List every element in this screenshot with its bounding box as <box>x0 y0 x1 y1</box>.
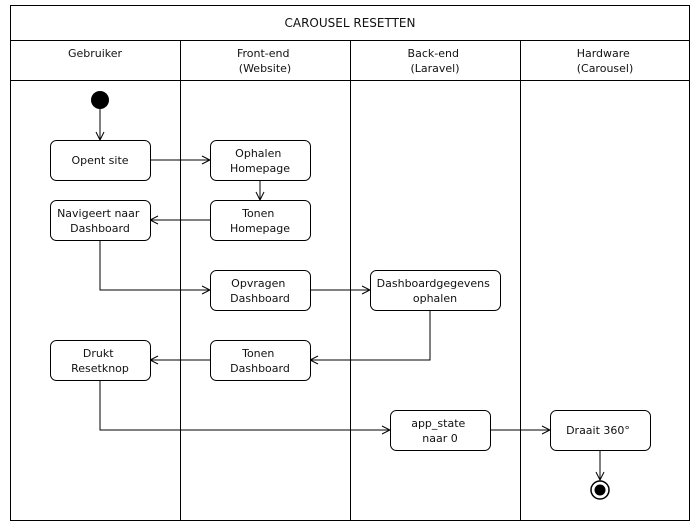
activity-tonen-homepage: Tonen Homepage <box>210 200 311 241</box>
activity-label: app_state naar 0 <box>411 417 469 445</box>
activity-label-line: Dashboard <box>230 362 290 375</box>
activity-label-line: Opent site <box>71 154 128 167</box>
activity-ophalen-homepage: Ophalen Homepage <box>210 140 311 181</box>
start-node <box>91 91 109 109</box>
activity-box <box>210 270 311 311</box>
activity-label: Navigeert naar Dashboard <box>57 207 143 235</box>
activity-box <box>390 410 491 451</box>
activity-label-line: Ophalen <box>235 147 281 160</box>
activity-label: Draait 360° <box>566 424 630 437</box>
activity-label-line: Homepage <box>230 162 290 175</box>
activity-draait-360: Draait 360° <box>550 410 651 451</box>
activity-label-line: Tonen <box>241 207 274 220</box>
activity-label-line: Resetknop <box>71 362 129 375</box>
lane-header-frontend: Front-end (Website) <box>237 47 293 75</box>
activity-tonen-dashboard: Tonen Dashboard <box>210 340 311 381</box>
lane-header-line: (Website) <box>239 62 291 75</box>
activity-app-state-naar-0: app_state naar 0 <box>390 410 491 451</box>
lane-header-line: Front-end <box>237 47 290 60</box>
activity-box <box>210 340 311 381</box>
activity-navigeert-naar-dashboard: Navigeert naar Dashboard <box>50 200 151 241</box>
activity-opent-site: Opent site <box>50 140 151 181</box>
activity-label-line: Draait 360° <box>566 424 630 437</box>
activity-dashboardgegevens-ophalen: Dashboardgegevens ophalen <box>370 270 501 311</box>
lane-header-line: Hardware <box>577 47 630 60</box>
activity-label: Dashboardgegevens ophalen <box>377 277 494 305</box>
activity-box <box>50 140 151 181</box>
activity-box <box>50 340 151 381</box>
lane-header-hardware: Hardware (Carousel) <box>577 47 634 75</box>
lane-header-line: (Laravel) <box>410 62 459 75</box>
activity-label-line: ophalen <box>413 292 457 305</box>
activity-box <box>50 200 151 241</box>
activity-label: Ophalen Homepage <box>230 147 290 175</box>
activity-box <box>550 410 651 451</box>
activity-label-line: Homepage <box>230 222 290 235</box>
activity-label: Opvragen Dashboard <box>230 277 290 305</box>
lane-header-gebruiker: Gebruiker <box>68 47 123 60</box>
diagram-title: CAROUSEL RESETTEN <box>285 16 416 30</box>
activity-label-line: Dashboard <box>230 292 290 305</box>
activity-label-line: app_state <box>411 417 465 430</box>
activity-label-line: Dashboard <box>70 222 130 235</box>
activity-label: Tonen Dashboard <box>230 347 290 375</box>
activity-box <box>210 140 311 181</box>
activity-label-line: naar 0 <box>422 432 457 445</box>
activity-label-line: Drukt <box>83 347 114 360</box>
lane-header-line: Gebruiker <box>68 47 123 60</box>
activity-label-line: Navigeert naar <box>57 207 140 220</box>
activity-label-line: Opvragen <box>231 277 285 290</box>
activity-label: Opent site <box>71 154 128 167</box>
activity-label-line: Dashboardgegevens <box>377 277 490 290</box>
activity-opvragen-dashboard: Opvragen Dashboard <box>210 270 311 311</box>
end-node-inner <box>594 484 606 496</box>
activity-drukt-resetknop: Drukt Resetknop <box>50 340 151 381</box>
activity-label: Drukt Resetknop <box>71 347 129 375</box>
lane-header-line: Back-end <box>408 47 459 60</box>
lane-header-backend: Back-end (Laravel) <box>408 47 463 75</box>
flow-dashboardgegevens-to-tonen-dashboard <box>310 310 431 360</box>
activity-box <box>370 270 501 311</box>
flow-drukt-to-app-state <box>99 380 390 430</box>
flow-navigeert-to-opvragen <box>99 240 210 290</box>
activity-label: Tonen Homepage <box>230 207 290 235</box>
activity-label-line: Tonen <box>241 347 274 360</box>
activity-box <box>210 200 311 241</box>
lane-header-line: (Carousel) <box>577 62 634 75</box>
